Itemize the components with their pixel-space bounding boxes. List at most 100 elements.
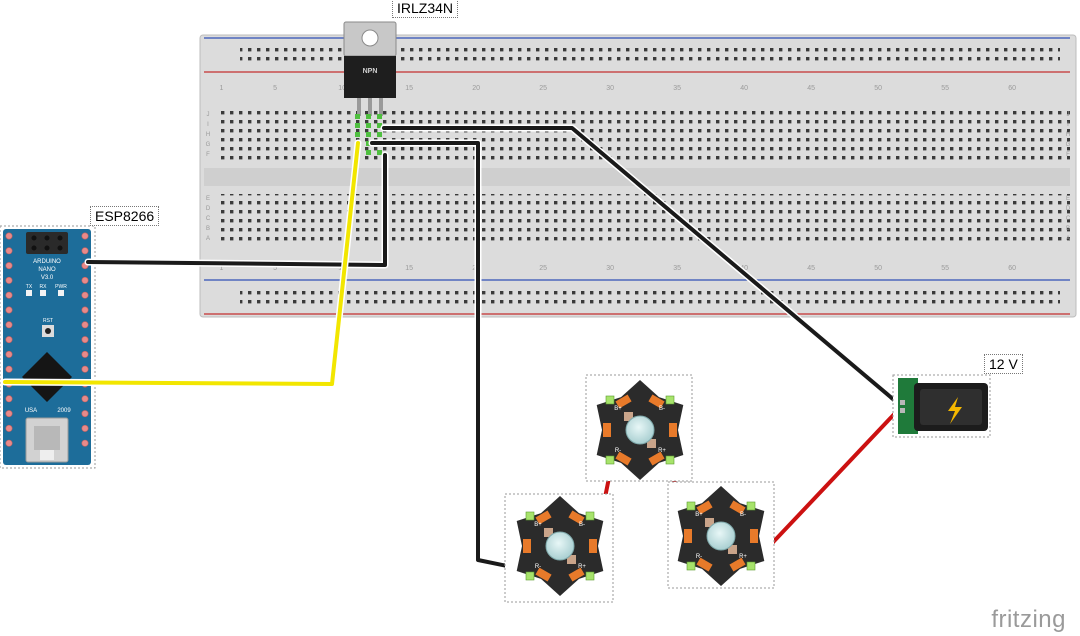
arduino-pin (5, 410, 13, 418)
row-letter: J (1067, 112, 1070, 118)
row-letter: I (207, 122, 209, 128)
arduino-pin-headers (5, 232, 89, 447)
led-pin-label: B+ (614, 406, 622, 412)
column-number: 55 (941, 265, 949, 272)
arduino-tx-label: TX (26, 284, 33, 290)
row-letter: G (206, 142, 211, 148)
column-number: 25 (539, 265, 547, 272)
transistor-irlz34n: NPN (343, 21, 397, 155)
arduino-pin (81, 336, 89, 344)
led-solder-pad (525, 571, 535, 581)
led-pin-label: R- (615, 448, 621, 454)
arduino-text-line2: NANO (38, 267, 56, 273)
column-number: 5 (273, 265, 277, 272)
lightning-icon (948, 397, 962, 424)
led-pin-label: B- (740, 512, 746, 518)
arduino-text-line3: V3.0 (41, 275, 54, 281)
row-letter: H (1066, 132, 1070, 138)
arduino-pin (81, 410, 89, 418)
arduino-pin (81, 350, 89, 358)
column-number: 15 (405, 85, 413, 92)
row-letter: F (206, 152, 210, 158)
label-controller: ESP8266 (90, 206, 160, 226)
column-number: 1 (220, 85, 224, 92)
row-letter: F (1066, 152, 1070, 158)
column-number: 30 (606, 85, 614, 92)
column-number: 1 (220, 265, 224, 272)
arduino-usa-label: USA (25, 408, 37, 414)
led-solder-pad (605, 455, 615, 465)
column-number: 40 (740, 265, 748, 272)
arduino-pin (81, 395, 89, 403)
led-solder-pad (525, 511, 535, 521)
row-letter: C (206, 216, 211, 222)
arduino-pin (5, 291, 13, 299)
led-pin-label: R- (696, 554, 702, 560)
dc-power-jack (892, 374, 991, 438)
label-power: 12 V (984, 354, 1023, 374)
row-letter: B (1066, 226, 1070, 232)
led-solder-pad (585, 571, 595, 581)
terminal-holes-bottom (218, 194, 1070, 244)
row-letter: H (206, 132, 210, 138)
arduino-pin (81, 247, 89, 255)
row-letter: G (1066, 142, 1071, 148)
led-chain: B+B-R-R+B+B-R-R+B+B-R-R+ (504, 374, 775, 603)
arduino-pin (5, 262, 13, 270)
row-letter: C (1066, 216, 1071, 222)
led-pin-label: R+ (739, 554, 747, 560)
arduino-pin (5, 321, 13, 329)
led-solder-pad (665, 455, 675, 465)
column-number: 35 (673, 265, 681, 272)
row-letter: D (1066, 206, 1071, 212)
arduino-pin (5, 395, 13, 403)
row-letter: I (1067, 122, 1069, 128)
led-pin-label: B+ (695, 512, 703, 518)
arduino-pin (5, 276, 13, 284)
rail-holes-top-1 (240, 43, 1060, 53)
column-number: 40 (740, 85, 748, 92)
led-solder-pad (686, 501, 696, 511)
rail-holes-bottom-1 (240, 286, 1060, 296)
led-pin-label: B- (659, 406, 665, 412)
arduino-pin (5, 336, 13, 344)
led-solder-pad (686, 561, 696, 571)
rgb-led-1: B+B-R-R+ (504, 493, 614, 603)
arduino-rx-label: RX (40, 284, 48, 290)
arduino-pin (5, 424, 13, 432)
arduino-pin (81, 321, 89, 329)
arduino-pin (5, 350, 13, 358)
wires (1, 124, 904, 572)
column-number: 45 (807, 85, 815, 92)
column-number: 60 (1008, 265, 1016, 272)
column-number: 50 (874, 265, 882, 272)
arduino-pin (81, 276, 89, 284)
row-letter: B (206, 226, 210, 232)
rgb-led-3: B+ B- R- R+ (667, 481, 775, 589)
led-solder-pad (746, 561, 756, 571)
column-number: 30 (606, 265, 614, 272)
column-number: 10 (338, 85, 346, 92)
arduino-year-label: 2009 (57, 408, 71, 414)
column-number: 5 (273, 85, 277, 92)
column-number: 35 (673, 85, 681, 92)
label-transistor: IRLZ34N (392, 0, 459, 18)
arduino-pwr-label: PWR (55, 284, 67, 290)
arduino-pin (5, 365, 13, 373)
led-pin-label: R- (535, 564, 541, 570)
led-pin-label: B+ (534, 522, 542, 528)
rail-holes-bottom-2 (240, 299, 1060, 309)
arduino-pin (81, 232, 89, 240)
column-number: 20 (472, 85, 480, 92)
transistor-marking: NPN (363, 68, 378, 75)
row-letter: D (206, 206, 211, 212)
arduino-pin (81, 306, 89, 314)
arduino-pin (81, 291, 89, 299)
arduino-rst-label: RST (43, 318, 53, 324)
row-letter: A (206, 236, 210, 242)
arduino-pin (5, 232, 13, 240)
